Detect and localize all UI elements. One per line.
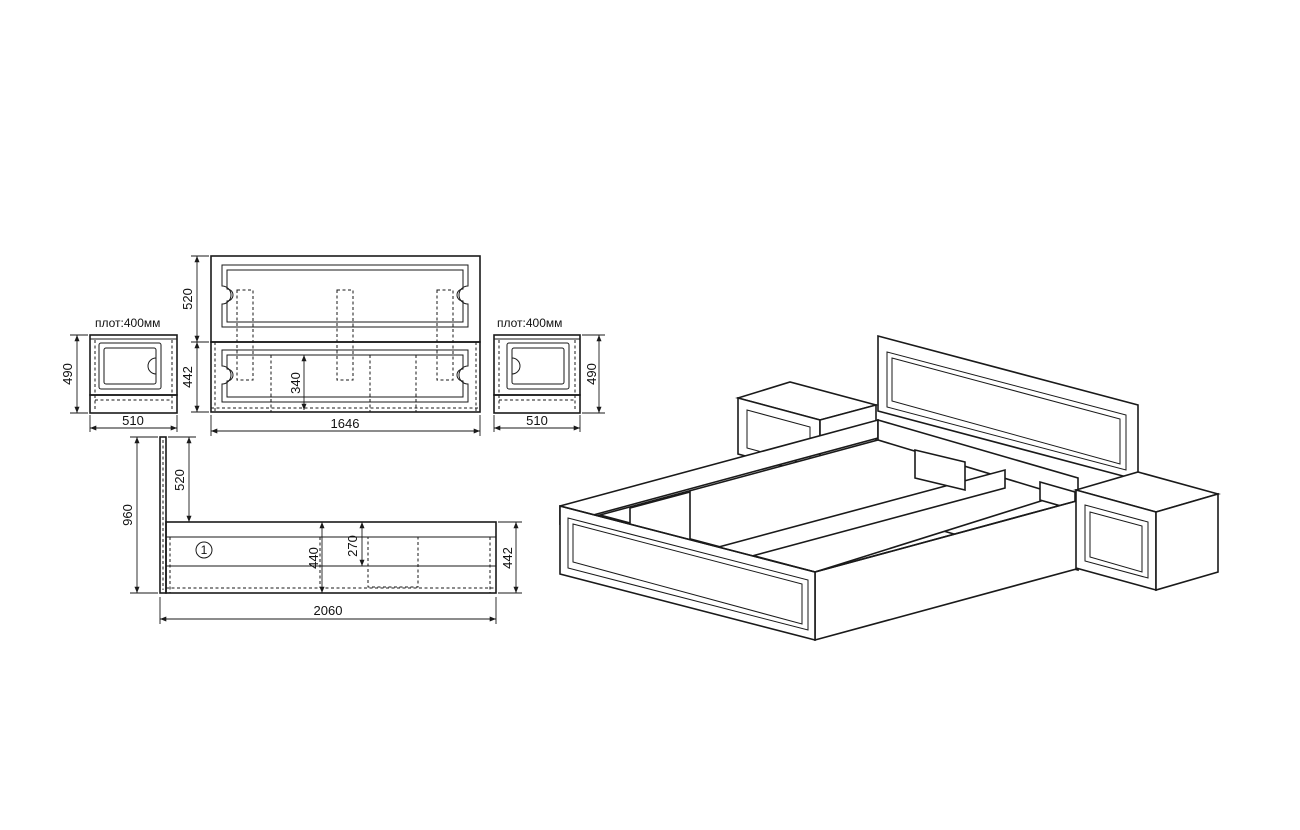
nightstand-right-height-label: 490 <box>584 363 599 385</box>
nightstand-right-top-note: плот:400мм <box>497 316 562 330</box>
headboard-front-view <box>191 255 481 436</box>
part-marker-label: 1 <box>201 543 208 557</box>
bed-side-view <box>130 436 522 624</box>
nightstand-left-top-note: плот:400мм <box>95 316 160 330</box>
nightstand-left-height-label: 490 <box>60 363 75 385</box>
nightstand-left-front-view <box>70 334 178 432</box>
headboard-frame-height-label: 442 <box>180 366 195 388</box>
bed-isometric-view <box>559 334 1221 642</box>
side-inner-height-label: 440 <box>306 547 321 569</box>
side-slat-height-label: 270 <box>345 535 360 557</box>
headboard-panel-height-label: 520 <box>180 288 195 310</box>
headboard-inner-height-label: 340 <box>288 372 303 394</box>
side-headboard-height-label: 520 <box>172 469 187 491</box>
nightstand-right-front-view <box>493 334 605 432</box>
side-total-height-label: 960 <box>120 504 135 526</box>
side-length-label: 2060 <box>314 603 343 618</box>
headboard-width-label: 1646 <box>331 416 360 431</box>
side-frame-height-label: 442 <box>500 547 515 569</box>
nightstand-right-width-label: 510 <box>526 413 548 428</box>
nightstand-left-width-label: 510 <box>122 413 144 428</box>
